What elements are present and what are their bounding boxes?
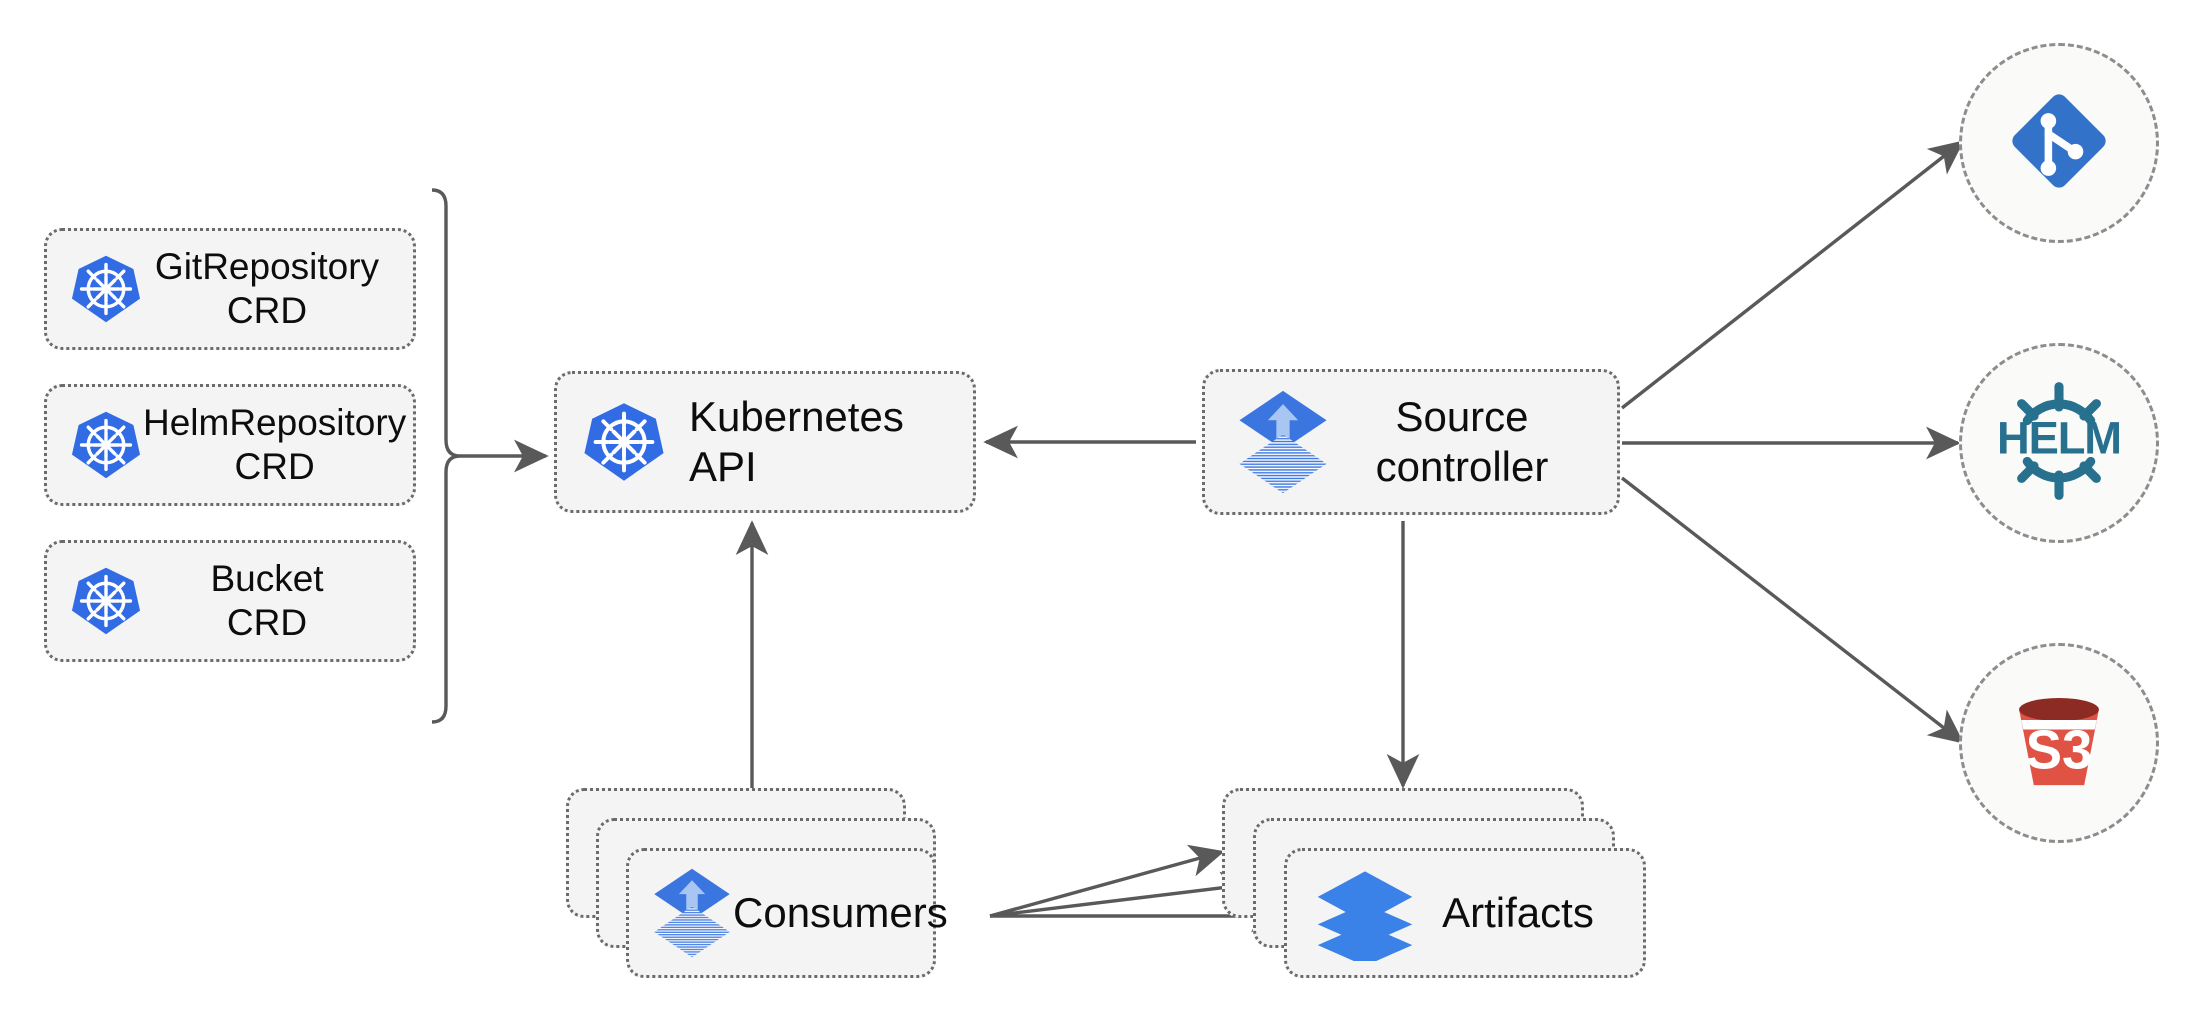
kubernetes-icon: [581, 399, 667, 485]
node-consumers[interactable]: Consumers: [566, 788, 948, 978]
kubernetes-icon: [69, 252, 143, 326]
wire-source-to-git: [1620, 140, 1965, 410]
crd-label: GitRepository CRD: [154, 246, 380, 331]
crd-card-helmrepository[interactable]: HelmRepository CRD: [44, 384, 416, 506]
git-icon: [2000, 82, 2118, 205]
source-circle-git[interactable]: [1959, 43, 2159, 243]
flux-icon: [651, 867, 733, 959]
node-kubernetes-api[interactable]: Kubernetes API: [554, 371, 976, 513]
kubernetes-icon: [69, 564, 143, 638]
s3-icon: S3: [1996, 678, 2122, 809]
source-circle-s3[interactable]: S3: [1959, 643, 2159, 843]
kubernetes-icon: [69, 408, 143, 482]
node-label: Source controller: [1375, 393, 1549, 490]
crd-label: Bucket CRD: [210, 558, 324, 643]
node-source-controller[interactable]: Source controller: [1202, 369, 1620, 515]
helm-icon: HELM: [1991, 373, 2127, 514]
crd-group-brace: [431, 188, 461, 724]
crd-card-bucket[interactable]: Bucket CRD: [44, 540, 416, 662]
crd-label: HelmRepository CRD: [143, 402, 407, 487]
flux-icon: [1235, 389, 1331, 495]
wire-source-to-s3: [1620, 476, 1965, 744]
node-label: Consumers: [733, 889, 948, 936]
node-label: Artifacts: [1442, 889, 1594, 936]
source-circle-helm[interactable]: HELM: [1959, 343, 2159, 543]
helm-label: HELM: [1997, 412, 2121, 463]
artifacts-card-front[interactable]: Artifacts: [1284, 848, 1646, 978]
consumers-card-front[interactable]: Consumers: [626, 848, 948, 978]
node-artifacts[interactable]: Artifacts: [1222, 788, 1646, 978]
layers-icon: [1313, 865, 1417, 961]
crd-card-gitrepository[interactable]: GitRepository CRD: [44, 228, 416, 350]
node-label: Kubernetes API: [689, 393, 904, 490]
s3-label: S3: [2026, 719, 2093, 780]
